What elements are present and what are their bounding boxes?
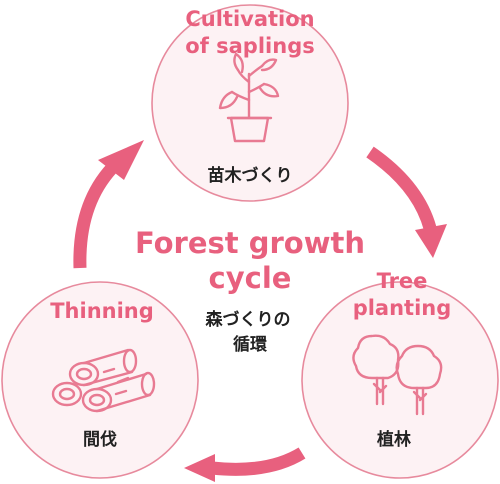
stage-saplings: Cultivation of saplings 苗木づくり bbox=[151, 4, 349, 202]
stage-thinning-title: Thinning bbox=[50, 299, 154, 323]
center-jp-line1: 森づくりの bbox=[206, 309, 291, 330]
trees-icon bbox=[352, 334, 443, 416]
center-title-line2: cycle bbox=[209, 261, 292, 295]
stage-planting: Tree planting 植林 bbox=[301, 269, 499, 479]
center-title-line1: Forest growth bbox=[135, 226, 365, 260]
stage-thinning: Thinning 間伐 bbox=[1, 281, 199, 479]
stage-saplings-jp-label: 苗木づくり bbox=[208, 165, 293, 186]
stage-saplings-title-line1: Cultivation bbox=[185, 7, 314, 31]
center-jp-line2: 循環 bbox=[233, 334, 268, 355]
stage-thinning-jp-label: 間伐 bbox=[83, 429, 117, 450]
stage-planting-jp-label: 植林 bbox=[377, 429, 411, 450]
arrow-saplings-to-planting bbox=[366, 146, 447, 258]
stage-planting-title-line1: Tree bbox=[377, 269, 428, 293]
potted-sapling-icon bbox=[218, 52, 280, 143]
logs-icon bbox=[51, 348, 156, 413]
arrow-planting-to-thinning bbox=[184, 447, 306, 482]
arrow-thinning-to-saplings bbox=[73, 140, 144, 269]
stage-saplings-title-line2: of saplings bbox=[185, 34, 314, 58]
center-title: Forest growth cycle 森づくりの 循環 bbox=[135, 226, 365, 355]
cycle-arrows bbox=[73, 140, 447, 482]
stage-planting-title-line2: planting bbox=[353, 296, 452, 320]
